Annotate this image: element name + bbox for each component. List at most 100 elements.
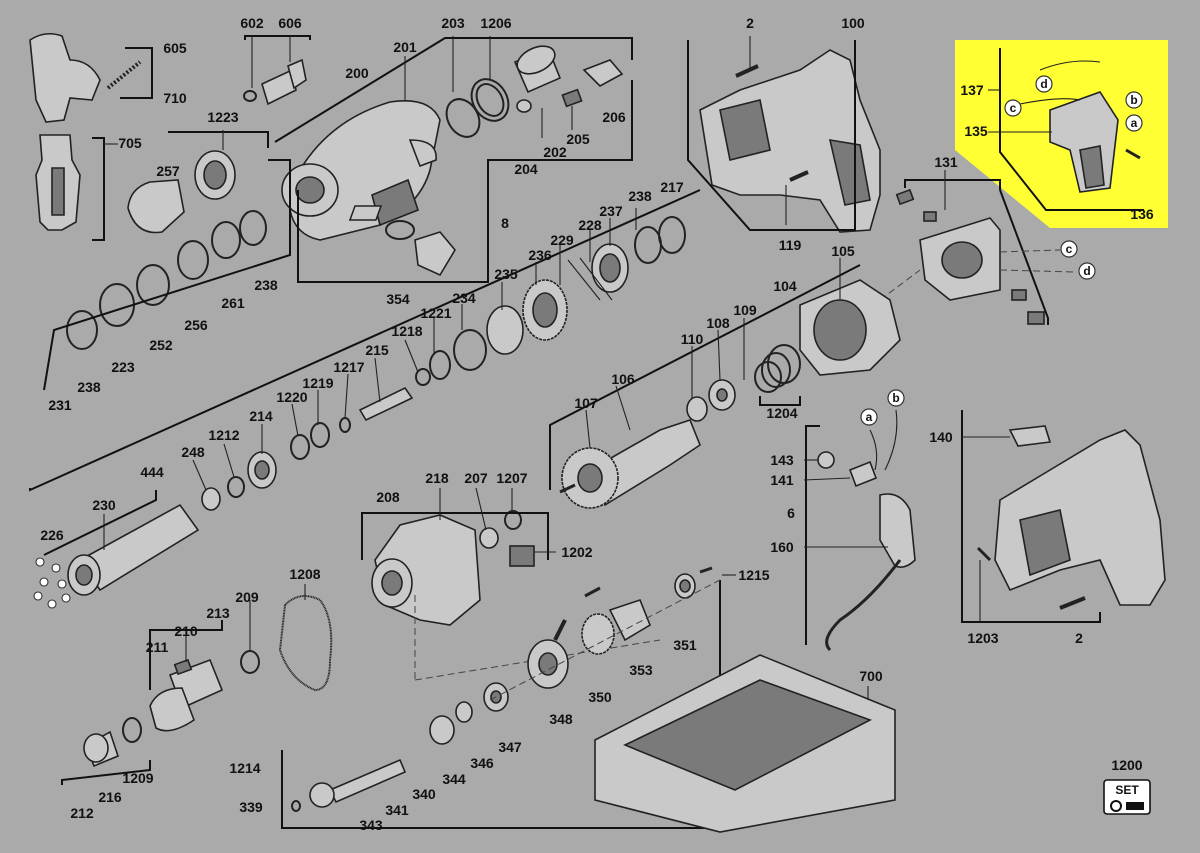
label-213: 213 [206,605,230,621]
label-217: 217 [660,179,684,195]
label-234: 234 [452,290,476,306]
side-handle-group [29,32,153,241]
label-160: 160 [770,539,794,555]
label-215: 215 [365,342,389,358]
label-231: 231 [48,397,72,413]
label-208: 208 [376,489,400,505]
bracket-705 [92,137,105,241]
label-137: 137 [960,82,984,98]
output-gear-group [281,566,736,829]
part-257 [127,179,185,234]
label-226: 226 [40,527,64,543]
label-1214: 1214 [229,760,260,776]
label-131: 131 [934,154,958,170]
label-353: 353 [629,662,653,678]
label-1212: 1212 [208,427,239,443]
label-350: 350 [588,689,612,705]
wrench-icon [1110,800,1122,812]
label-8: 8 [501,215,509,231]
label-238-c: 238 [628,188,652,204]
handle-grip-insert [51,167,65,216]
label-344: 344 [442,771,466,787]
part-labels: 602 606 605 710 705 203 1206 201 200 206… [40,15,1154,833]
handle-clamp [29,32,101,123]
gasket-1208 [278,584,333,692]
label-204: 204 [514,161,538,177]
label-230: 230 [92,497,116,513]
label-106: 106 [611,371,635,387]
intermediate-shaft-group [29,189,701,609]
label-223: 223 [111,359,135,375]
label-347: 347 [498,739,522,755]
label-210: 210 [174,623,198,639]
motor-housing-group [687,36,881,233]
parts-202-206 [445,45,624,138]
part-206 [582,59,624,87]
label-348: 348 [549,711,573,727]
label-236: 236 [528,247,552,263]
label-1209: 1209 [122,770,153,786]
svg-text:c: c [1066,242,1073,256]
housing-140-group [961,410,1166,623]
shaft-215 [358,386,414,422]
housing-100 [699,49,881,233]
label-1223: 1223 [207,109,238,125]
label-135: 135 [964,123,988,139]
label-143: 143 [770,452,794,468]
label-1203: 1203 [967,630,998,646]
label-212: 212 [70,805,94,821]
bracket-605-710 [120,47,153,99]
label-211: 211 [146,639,169,655]
label-1200: 1200 [1111,757,1142,773]
label-104: 104 [773,278,797,294]
handle-bolt [106,60,142,90]
callouts: b a c d c d a b [860,75,1143,426]
label-343: 343 [359,817,383,833]
label-6: 6 [787,505,795,521]
label-218: 218 [425,470,449,486]
label-606: 606 [278,15,302,31]
screwdriver-icon [1126,802,1144,810]
label-1219: 1219 [302,375,333,391]
label-108: 108 [706,315,730,331]
label-1220: 1220 [276,389,307,405]
label-354: 354 [386,291,410,307]
label-216: 216 [98,789,122,805]
label-107: 107 [574,395,598,411]
label-136: 136 [1130,206,1154,222]
label-1218: 1218 [391,323,422,339]
label-710: 710 [163,90,187,106]
gear-housing-group [274,36,633,283]
label-351: 351 [673,637,697,653]
label-341: 341 [385,802,409,818]
label-2-top: 2 [746,15,754,31]
label-201: 201 [393,39,417,55]
label-705: 705 [118,135,142,151]
label-444: 444 [140,464,164,480]
label-229: 229 [550,232,574,248]
label-700: 700 [859,668,883,684]
label-235: 235 [494,266,518,282]
label-203: 203 [441,15,465,31]
label-100: 100 [841,15,865,31]
label-205: 205 [566,131,590,147]
label-346: 346 [470,755,494,771]
svg-text:a: a [866,410,873,424]
label-248: 248 [181,444,205,460]
label-200: 200 [345,65,369,81]
part-606 [261,68,297,106]
label-340: 340 [412,786,436,802]
set-badge: SET [1103,779,1151,815]
label-1207: 1207 [496,470,527,486]
armature-group [549,258,901,509]
parts-602-606 [243,35,311,106]
label-109: 109 [733,302,757,318]
label-1221: 1221 [420,305,451,321]
brush-holder-group [879,170,1076,325]
label-2-bottom: 2 [1075,630,1083,646]
label-214: 214 [249,408,273,424]
label-238-b: 238 [77,379,101,395]
part-1202 [509,545,535,567]
part-354 [414,231,456,277]
